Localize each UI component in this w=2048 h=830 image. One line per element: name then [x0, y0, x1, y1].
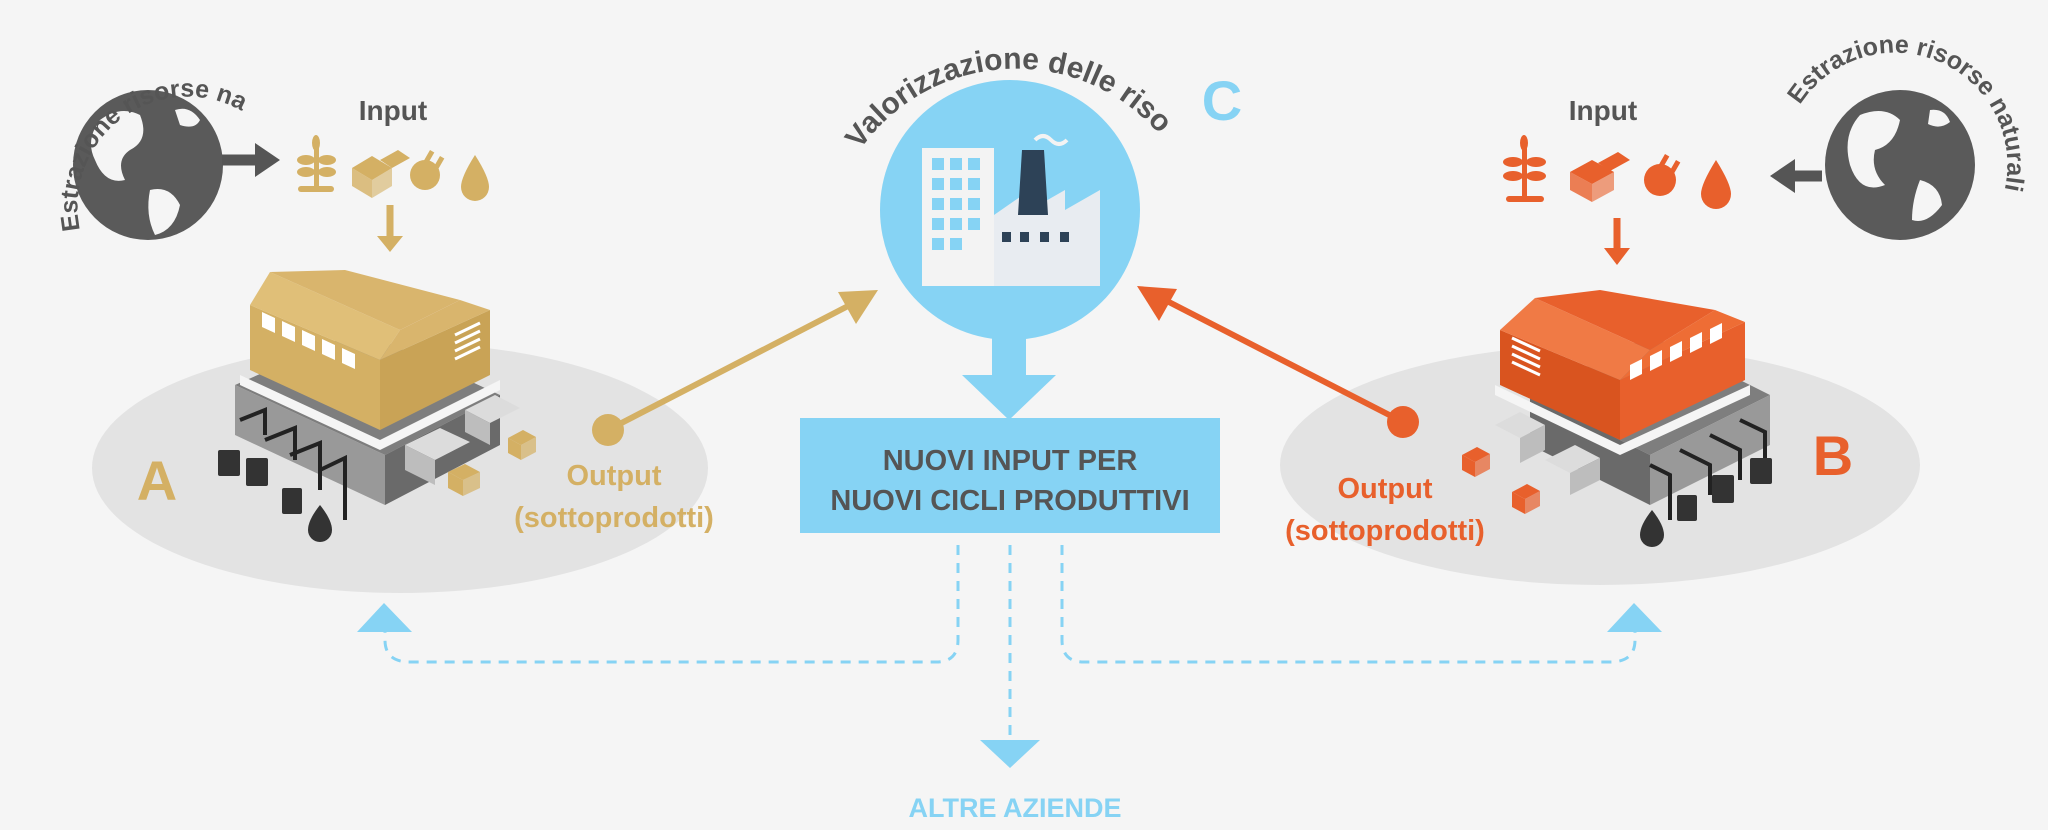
drop-icon — [461, 155, 489, 201]
right-input-label: Input — [1569, 95, 1637, 126]
dashed-link-to-a — [383, 545, 960, 664]
other-companies-label: ALTRE AZIENDE — [909, 793, 1122, 823]
globe-icon — [73, 90, 223, 240]
company-b-letter: B — [1813, 424, 1853, 487]
arrow-down-to-others — [980, 740, 1040, 768]
plug-icon — [1644, 153, 1681, 196]
box-icon — [448, 430, 536, 496]
box-icon — [1462, 447, 1540, 514]
globe-icon — [1825, 90, 1975, 240]
factory-icon — [922, 134, 1100, 286]
right-input-icons — [1503, 135, 1731, 209]
left-output-label-1: Output — [566, 460, 661, 492]
waste-bin-icon — [218, 450, 302, 514]
company-b-group: Estrazione risorse naturali Input — [1137, 31, 2029, 585]
left-input-icons — [297, 135, 489, 201]
crate-icon — [1570, 152, 1630, 202]
arrow-up-to-a — [357, 603, 412, 632]
waste-bin-icon — [1677, 458, 1772, 521]
oil-sack-icon — [308, 505, 332, 542]
new-inputs-box-line-1: NUOVI INPUT PER — [883, 445, 1138, 477]
factory-b-building — [1495, 290, 1770, 520]
left-to-center-arrow-shaft — [606, 302, 852, 433]
left-input-arrow-head — [377, 236, 403, 252]
center-down-arrow-shaft — [992, 332, 1026, 377]
arrow-up-to-b — [1607, 603, 1662, 632]
company-a-letter: A — [137, 449, 177, 512]
dashed-link-to-b — [1060, 545, 1637, 664]
center-down-arrow-head — [962, 375, 1056, 420]
left-extraction-arrow-head — [255, 143, 280, 177]
crate-icon — [352, 150, 410, 198]
right-to-center-arrow-shaft — [1163, 297, 1405, 425]
right-input-arrow-head — [1604, 248, 1630, 265]
factory-a-building — [235, 270, 520, 520]
company-c-letter: C — [1202, 69, 1242, 132]
plant-icon — [1503, 135, 1546, 202]
right-output-label-1: Output — [1337, 473, 1432, 505]
right-output-label-2: (sottoprodotti) — [1285, 515, 1485, 547]
plug-icon — [410, 149, 445, 190]
left-input-label: Input — [359, 95, 427, 126]
left-to-center-arrow-head — [838, 290, 878, 324]
left-output-label-2: (sottoprodotti) — [514, 502, 714, 534]
company-a-group: Estrazione risorse naturali Input — [0, 0, 878, 593]
oil-sack-icon — [1640, 510, 1664, 547]
right-to-center-arrow-head — [1137, 286, 1177, 321]
plant-icon — [297, 135, 336, 192]
new-inputs-box-line-2: NUOVI CICLI PRODUTTIVI — [830, 485, 1189, 517]
new-inputs-box — [800, 418, 1220, 533]
right-extraction-arrow-head — [1770, 159, 1795, 193]
drop-icon — [1701, 160, 1731, 209]
